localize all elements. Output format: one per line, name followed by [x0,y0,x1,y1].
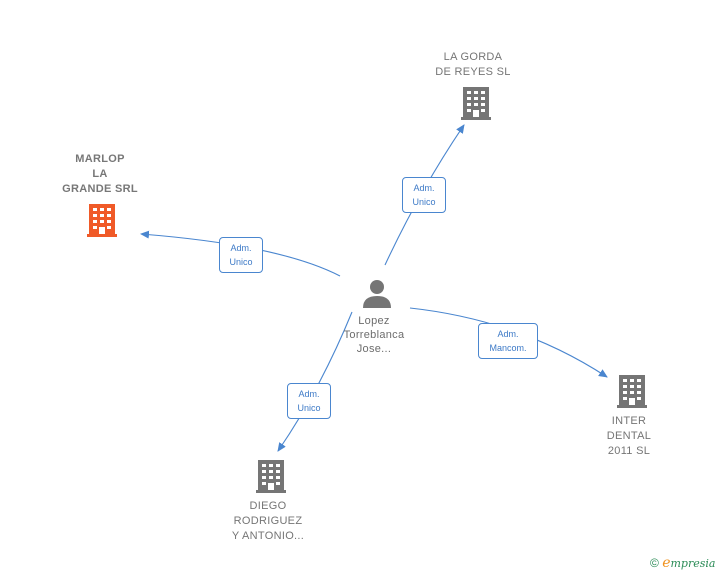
building-icon[interactable] [461,86,491,120]
brand-logo-initial: e [662,555,671,571]
brand-footer[interactable]: © empresia [650,555,715,571]
building-icon[interactable] [256,459,286,493]
company-name-inter-dental[interactable]: INTER DENTAL 2011 SL [606,415,652,457]
relation-label-marlop: Adm. Unico [219,237,263,273]
building-icon[interactable] [617,374,647,408]
company-name-diego[interactable]: DIEGO RODRIGUEZ Y ANTONIO... [231,500,305,542]
person-icon[interactable] [362,278,392,308]
company-name-marlop[interactable]: MARLOP LA GRANDE SRL [62,153,138,195]
relation-label-la-gorda: Adm. Unico [402,177,446,213]
relation-label-diego: Adm. Unico [287,383,331,419]
copyright-symbol: © [650,556,659,570]
person-name[interactable]: Lopez Torreblanca Jose... [343,315,405,355]
company-name-la-gorda[interactable]: LA GORDA DE REYES SL [435,51,511,78]
brand-logo-text: mpresia [670,557,716,570]
relation-label-inter-dental: Adm. Mancom. [478,323,538,359]
building-icon[interactable] [87,203,117,237]
